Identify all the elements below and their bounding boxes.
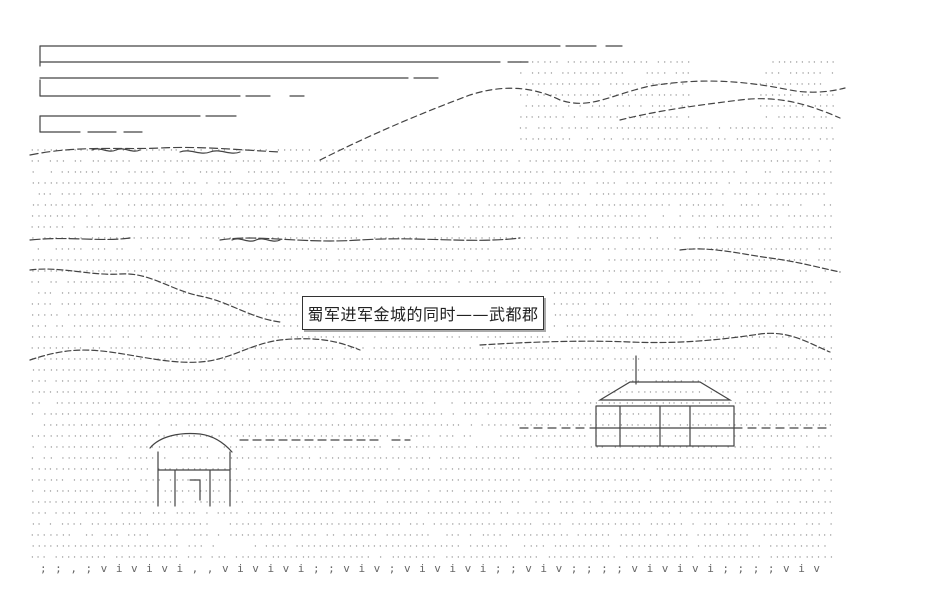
- dotted-ground-texture: [31, 61, 834, 558]
- mountain-ridge-right: [619, 98, 841, 121]
- mountain-line-art: [29, 45, 846, 507]
- cloud-band-2: [29, 268, 281, 323]
- cloud-band-right: [679, 248, 841, 273]
- hill-left: [29, 338, 361, 363]
- cloud-wave-mid: [231, 238, 281, 242]
- bottom-ascii-text: ;;,;vivivi,,vivivi;;viv;vivivi;;viv;;;;v…: [40, 562, 820, 575]
- caption-box: 蜀军进军金城的同时——武都郡: [302, 296, 544, 330]
- fortress-roof: [597, 381, 733, 401]
- gate-structure: [157, 451, 231, 507]
- fortress-wall: [595, 405, 735, 447]
- mountain-ridge-mid: [29, 146, 281, 156]
- cloud-band-1: [29, 237, 521, 242]
- cloud-wave-left: [91, 148, 241, 154]
- hill-right: [479, 332, 831, 353]
- mountain-ridge-far: [319, 80, 846, 161]
- gate-roof: [149, 432, 233, 453]
- caption-text: 蜀军进军金城的同时——武都郡: [307, 305, 539, 324]
